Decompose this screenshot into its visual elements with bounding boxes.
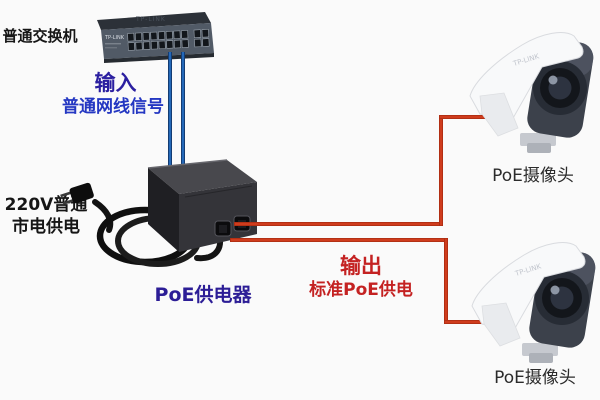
switch-bottom-lip bbox=[104, 53, 214, 63]
poe-cable-top-vertical bbox=[439, 115, 443, 226]
switch-label: 普通交换机 bbox=[2, 27, 78, 45]
output-title: 输出 bbox=[340, 254, 382, 278]
input-subtitle: 普通网线信号 bbox=[62, 97, 164, 117]
bullet-camera-icon bbox=[470, 33, 595, 153]
switch-model-text-line2 bbox=[105, 47, 117, 49]
poe-cable-top-to-camera bbox=[439, 115, 485, 119]
ethernet-cable-right bbox=[181, 52, 185, 170]
camera-top-label: PoE摄像头 bbox=[492, 166, 574, 186]
power-source-line1: 220V普通 bbox=[4, 195, 88, 215]
switch-port-grid bbox=[127, 29, 210, 51]
poe-cable-bottom-horizontal bbox=[230, 238, 448, 242]
injector-box bbox=[147, 159, 257, 252]
injector-label: PoE供电器 bbox=[154, 284, 252, 306]
switch-model-text-line bbox=[105, 43, 121, 45]
network-switch-device: TP-LINK TP-LINK bbox=[97, 12, 214, 63]
power-source-label: 220V普通 市电供电 bbox=[2, 194, 90, 238]
poe-injector-device bbox=[60, 159, 257, 267]
switch-top-face bbox=[97, 12, 211, 30]
camera-top-device bbox=[468, 30, 598, 160]
input-title: 输入 bbox=[94, 71, 137, 95]
poe-cable-top-horizontal bbox=[234, 222, 443, 226]
camera-bottom-device bbox=[470, 240, 600, 370]
output-subtitle: 标准PoE供电 bbox=[309, 280, 413, 300]
switch-brand-text: TP-LINK bbox=[104, 35, 125, 41]
switch-top-brand-text: TP-LINK bbox=[135, 16, 166, 23]
poe-cable-bottom-vertical bbox=[444, 238, 448, 324]
power-plug-icon bbox=[60, 182, 94, 205]
power-source-line2: 市电供电 bbox=[12, 217, 80, 237]
camera-bottom-label: PoE摄像头 bbox=[494, 368, 576, 388]
poe-cable-bottom-to-camera bbox=[444, 320, 488, 324]
bullet-camera-icon bbox=[472, 243, 597, 363]
ethernet-cable-left bbox=[168, 52, 172, 170]
